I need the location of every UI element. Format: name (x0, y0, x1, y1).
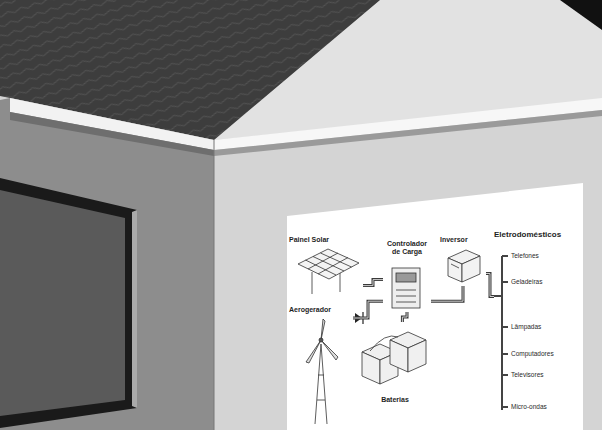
inverter (448, 250, 480, 282)
wire-line (363, 280, 383, 286)
appliance-label: Telefones (511, 252, 539, 259)
appliance-bus (494, 256, 508, 410)
appliance-label: Micro-ondas (511, 403, 547, 410)
wire-core (486, 274, 494, 297)
cornice-shadow (10, 112, 214, 156)
charge-controller (392, 268, 420, 308)
wire-core (353, 301, 383, 318)
wall-corner (214, 140, 215, 430)
wire-core (431, 286, 463, 301)
component-label: Inversor (440, 236, 486, 244)
wire-line (431, 286, 463, 301)
component-label: Baterias (358, 396, 432, 404)
wire (402, 312, 407, 322)
wire-line (402, 312, 407, 322)
solar-panel (298, 249, 359, 294)
component-box: Painel Solar (289, 236, 363, 298)
appliance-label: Lâmpadas (511, 323, 541, 330)
left-wall (0, 98, 214, 430)
wire-line (486, 274, 494, 297)
wire-core (402, 312, 407, 322)
appliance-label: Geladeiras (511, 278, 542, 285)
component-box: Baterias (358, 322, 432, 404)
component-label: Controlador de Carga (383, 240, 431, 256)
corner-shadow (560, 0, 602, 30)
appliance-label: Televisores (511, 371, 544, 378)
component-box: Controlador de Carga (383, 240, 431, 312)
appliance-label: Computadores (511, 350, 554, 357)
wire (353, 301, 383, 318)
window-glass (0, 190, 125, 416)
wire (486, 274, 494, 297)
window-edge (132, 210, 137, 408)
cornice (214, 98, 602, 150)
component-label: Eletrodomésticos (494, 230, 580, 239)
poster (287, 183, 583, 430)
wire-line (353, 301, 383, 318)
component-label: Aerogerador (289, 306, 353, 314)
battery-bank (362, 332, 426, 384)
wire-core (363, 280, 383, 286)
cornice-shadow (214, 110, 602, 156)
component-box: Aerogerador (289, 306, 353, 426)
component-label: Painel Solar (289, 236, 363, 244)
wind-turbine (306, 319, 338, 424)
window-frame (0, 178, 137, 428)
wire (363, 280, 383, 286)
wire (431, 286, 463, 301)
component-box: Inversor (440, 236, 486, 286)
